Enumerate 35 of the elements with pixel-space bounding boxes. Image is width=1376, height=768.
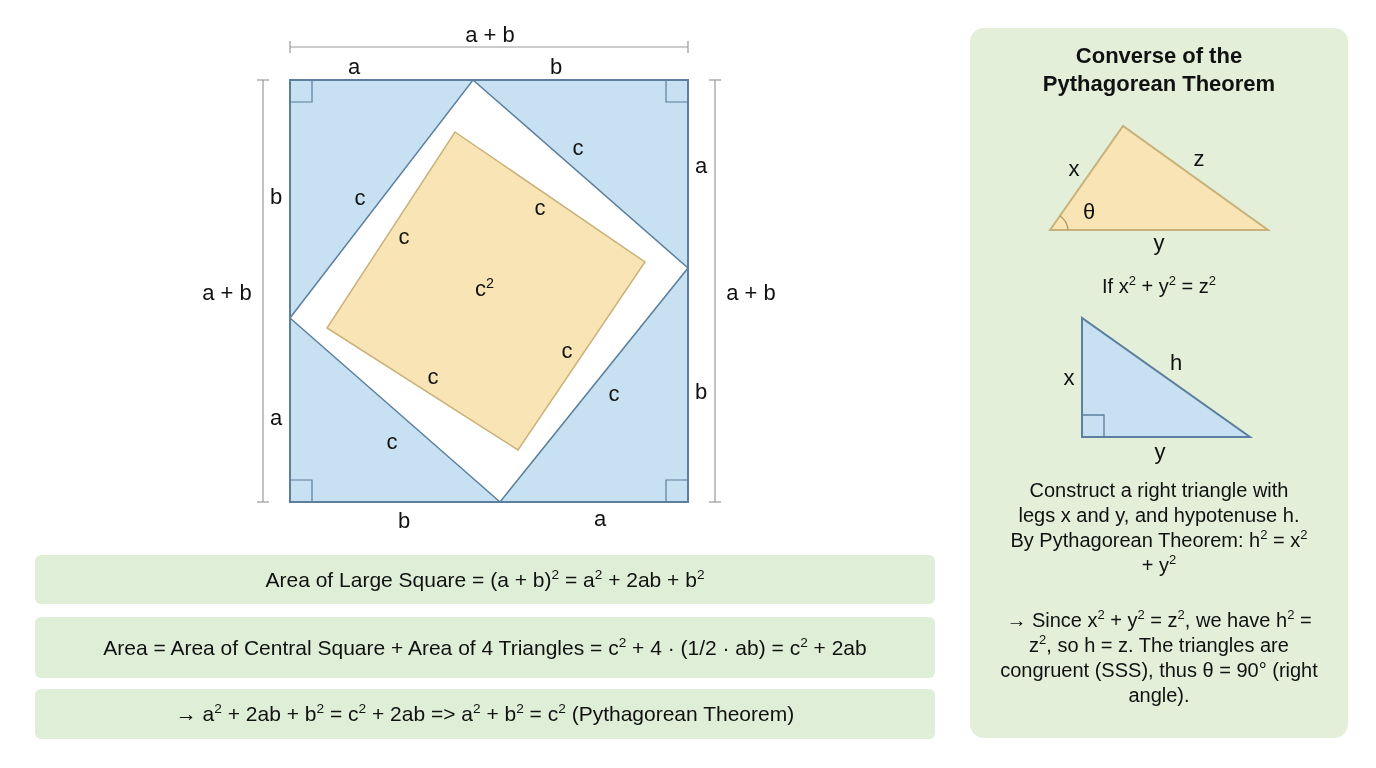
side-label: y — [1154, 441, 1166, 463]
explanation-text: Construct a right triangle with legs x and y, and hypotenuse h. By Pythagorean Theorem: h$^{2}$ = x$^{2}$ + y$^{2}$ — [1009, 478, 1309, 578]
conclusion-text: → Since x$^{2}$ + y$^{2}$ = z$^{2}$, we have h$^{2}$ = z$^{2}$, so h = z. The triangles are congruent (SSS), thus θ = 90° (right angle). — [999, 608, 1319, 708]
length-label: a + b — [202, 282, 252, 304]
length-label: c — [398, 226, 410, 248]
side-label: z — [1193, 148, 1205, 170]
length-label: a — [347, 56, 361, 78]
panel-title: Converse of the Pythagorean Theorem — [1041, 42, 1277, 97]
side-label: x — [1063, 367, 1075, 389]
length-label: c — [561, 340, 573, 362]
length-label: b — [269, 186, 283, 208]
length-label: c — [354, 187, 366, 209]
length-label: b — [397, 510, 411, 532]
info-panel — [970, 28, 1348, 738]
formula-box: Area of Large Square = (a + b)$^{2}$ = a$^{2}$ + 2ab + b$^{2}$ — [35, 555, 935, 604]
length-label: b — [549, 56, 563, 78]
length-label: c — [608, 383, 620, 405]
area-label: c$^{2}$ — [475, 278, 494, 300]
length-label: c — [427, 366, 439, 388]
length-label: a — [593, 508, 607, 530]
length-label: c — [386, 431, 398, 453]
side-label: h — [1169, 352, 1183, 374]
side-label: θ — [1082, 201, 1096, 223]
length-label: b — [694, 381, 708, 403]
length-label: a — [694, 155, 708, 177]
length-label: a + b — [465, 24, 515, 46]
side-label: y — [1153, 232, 1165, 254]
condition-text: If x$^{2}$ + y$^{2}$ = z$^{2}$ — [1101, 274, 1217, 299]
length-label: a + b — [726, 282, 776, 304]
length-label: c — [572, 137, 584, 159]
formula-box: Area = Area of Central Square + Area of 4 Triangles = c$^{2}$ + 4 · (1/2 · ab) = c$^{2}$ + 2ab — [35, 617, 935, 678]
formula-box: → a$^{2}$ + 2ab + b$^{2}$ = c$^{2}$ + 2ab => a$^{2}$ + b$^{2}$ = c$^{2}$ (Pythagorean Theorem) — [35, 689, 935, 739]
length-label: c — [534, 197, 546, 219]
side-label: x — [1068, 158, 1080, 180]
length-label: a — [269, 407, 283, 429]
